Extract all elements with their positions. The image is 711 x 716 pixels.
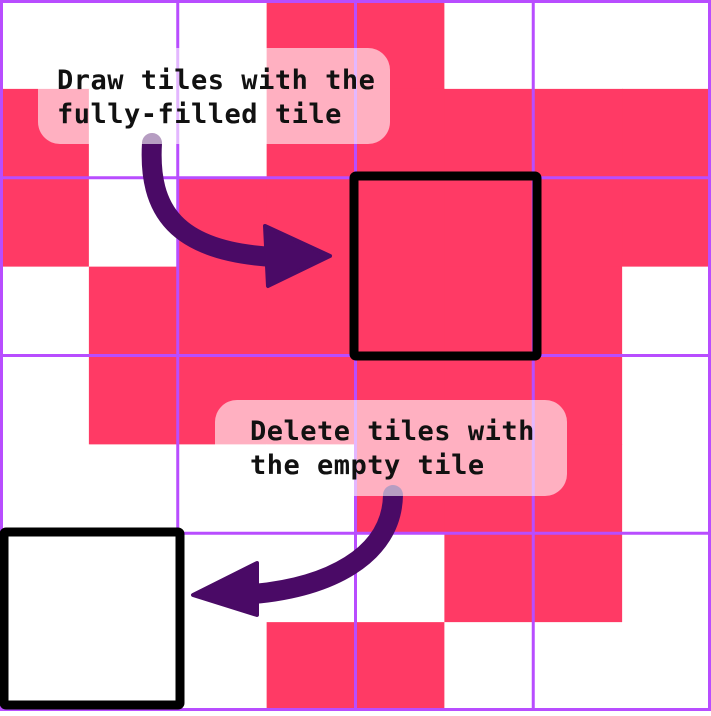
fully-filled-tile-swatch[interactable] <box>349 171 542 361</box>
empty-tile[interactable] <box>88 444 179 534</box>
filled-tile[interactable] <box>622 88 711 179</box>
filled-tile[interactable] <box>533 88 623 179</box>
draw-instruction-callout: Draw tiles with the fully-filled tile <box>38 48 390 144</box>
empty-tile[interactable] <box>88 622 179 712</box>
filled-tile[interactable] <box>444 88 534 179</box>
filled-tile[interactable] <box>266 622 357 712</box>
empty-tile[interactable] <box>177 622 268 712</box>
empty-tile[interactable] <box>0 533 90 623</box>
empty-tile[interactable] <box>622 533 711 623</box>
empty-tile[interactable] <box>0 622 90 712</box>
filled-tile[interactable] <box>355 177 445 268</box>
filled-tile[interactable] <box>444 266 534 357</box>
filled-tile[interactable] <box>444 533 534 623</box>
empty-tile[interactable] <box>622 355 711 445</box>
empty-tile[interactable] <box>444 622 534 712</box>
empty-tile[interactable] <box>88 533 179 623</box>
empty-tile[interactable] <box>622 266 711 357</box>
filled-tile[interactable] <box>444 177 534 268</box>
filled-tile[interactable] <box>88 266 179 357</box>
filled-tile[interactable] <box>355 622 445 712</box>
empty-tile[interactable] <box>622 444 711 534</box>
filled-tile[interactable] <box>622 177 711 268</box>
empty-tile[interactable] <box>533 0 623 90</box>
empty-tile[interactable] <box>622 622 711 712</box>
curved-arrow-right-icon <box>141 133 332 288</box>
empty-tile[interactable] <box>444 0 534 90</box>
filled-tile[interactable] <box>533 266 623 357</box>
curved-arrow-left-icon <box>191 485 403 617</box>
filled-tile[interactable] <box>0 177 90 268</box>
empty-tile[interactable] <box>0 355 90 445</box>
empty-tile-swatch[interactable] <box>0 527 185 710</box>
filled-tile[interactable] <box>533 177 623 268</box>
empty-tile[interactable] <box>622 0 711 90</box>
delete-instruction-callout: Delete tiles with the empty tile <box>215 400 567 496</box>
filled-tile[interactable] <box>355 266 445 357</box>
filled-tile[interactable] <box>88 355 179 445</box>
filled-tile[interactable] <box>177 266 268 357</box>
filled-tile[interactable] <box>533 533 623 623</box>
empty-tile[interactable] <box>0 266 90 357</box>
empty-tile[interactable] <box>533 622 623 712</box>
empty-tile[interactable] <box>0 444 90 534</box>
